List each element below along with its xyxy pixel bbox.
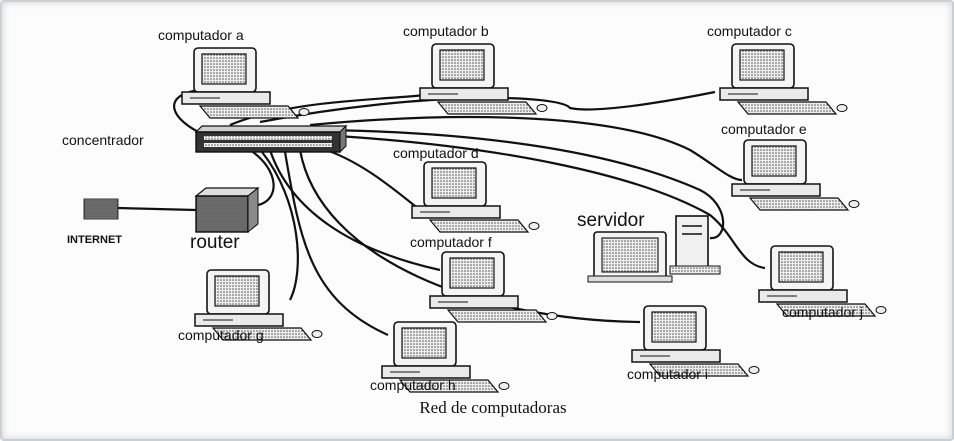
internet: INTERNET <box>67 198 122 246</box>
computer-g: computador g <box>178 269 323 343</box>
computer-label: computador c <box>707 23 792 39</box>
hub-label: concentrador <box>62 132 144 148</box>
hub: concentrador <box>62 125 347 153</box>
cable-server <box>299 128 725 240</box>
cable-h <box>283 151 389 337</box>
cable-internet <box>117 206 197 212</box>
computer-d: computador d <box>393 145 540 233</box>
hub-icon <box>195 125 347 153</box>
server-icon <box>587 215 721 283</box>
computer-icon <box>429 251 558 323</box>
computer-label: computador f <box>410 234 492 250</box>
computer-icon <box>411 161 540 233</box>
computer-icon <box>181 47 310 119</box>
computer-label: computador d <box>393 145 479 161</box>
cable-e <box>309 115 743 182</box>
cable-c <box>259 90 716 124</box>
computer-label: computador g <box>178 327 264 343</box>
router: router <box>190 186 260 253</box>
router-label: router <box>190 232 240 253</box>
computer-icon <box>419 43 548 115</box>
computer-a: computador a <box>158 27 310 119</box>
cable-i <box>298 149 641 324</box>
computer-label: computador b <box>403 23 489 39</box>
internet-label: INTERNET <box>67 234 122 246</box>
computer-c: computador c <box>707 23 848 115</box>
cable-j <box>319 133 766 270</box>
server-label: servidor <box>577 210 645 231</box>
server: servidor <box>577 210 721 283</box>
cable-f <box>268 149 441 272</box>
computer-label: computador h <box>370 377 456 393</box>
computer-icon <box>719 43 848 115</box>
computer-b: computador b <box>403 23 548 115</box>
computer-label: computador e <box>721 121 807 137</box>
cable-g <box>261 151 299 301</box>
computer-label: computador a <box>158 27 244 43</box>
computer-e: computador e <box>721 121 860 211</box>
router-icon <box>194 186 260 234</box>
computer-j: computador j <box>758 245 887 320</box>
computer-label: computador j <box>782 304 863 320</box>
computer-label: computador i <box>627 366 708 382</box>
computer-icon <box>731 139 860 211</box>
cable-router <box>249 149 275 207</box>
diagram-caption: Red de computadoras <box>419 398 566 417</box>
computer-i: computador i <box>627 305 760 382</box>
computer-h: computador h <box>370 321 510 393</box>
computer-f: computador f <box>410 234 558 323</box>
internet-icon <box>83 198 119 220</box>
